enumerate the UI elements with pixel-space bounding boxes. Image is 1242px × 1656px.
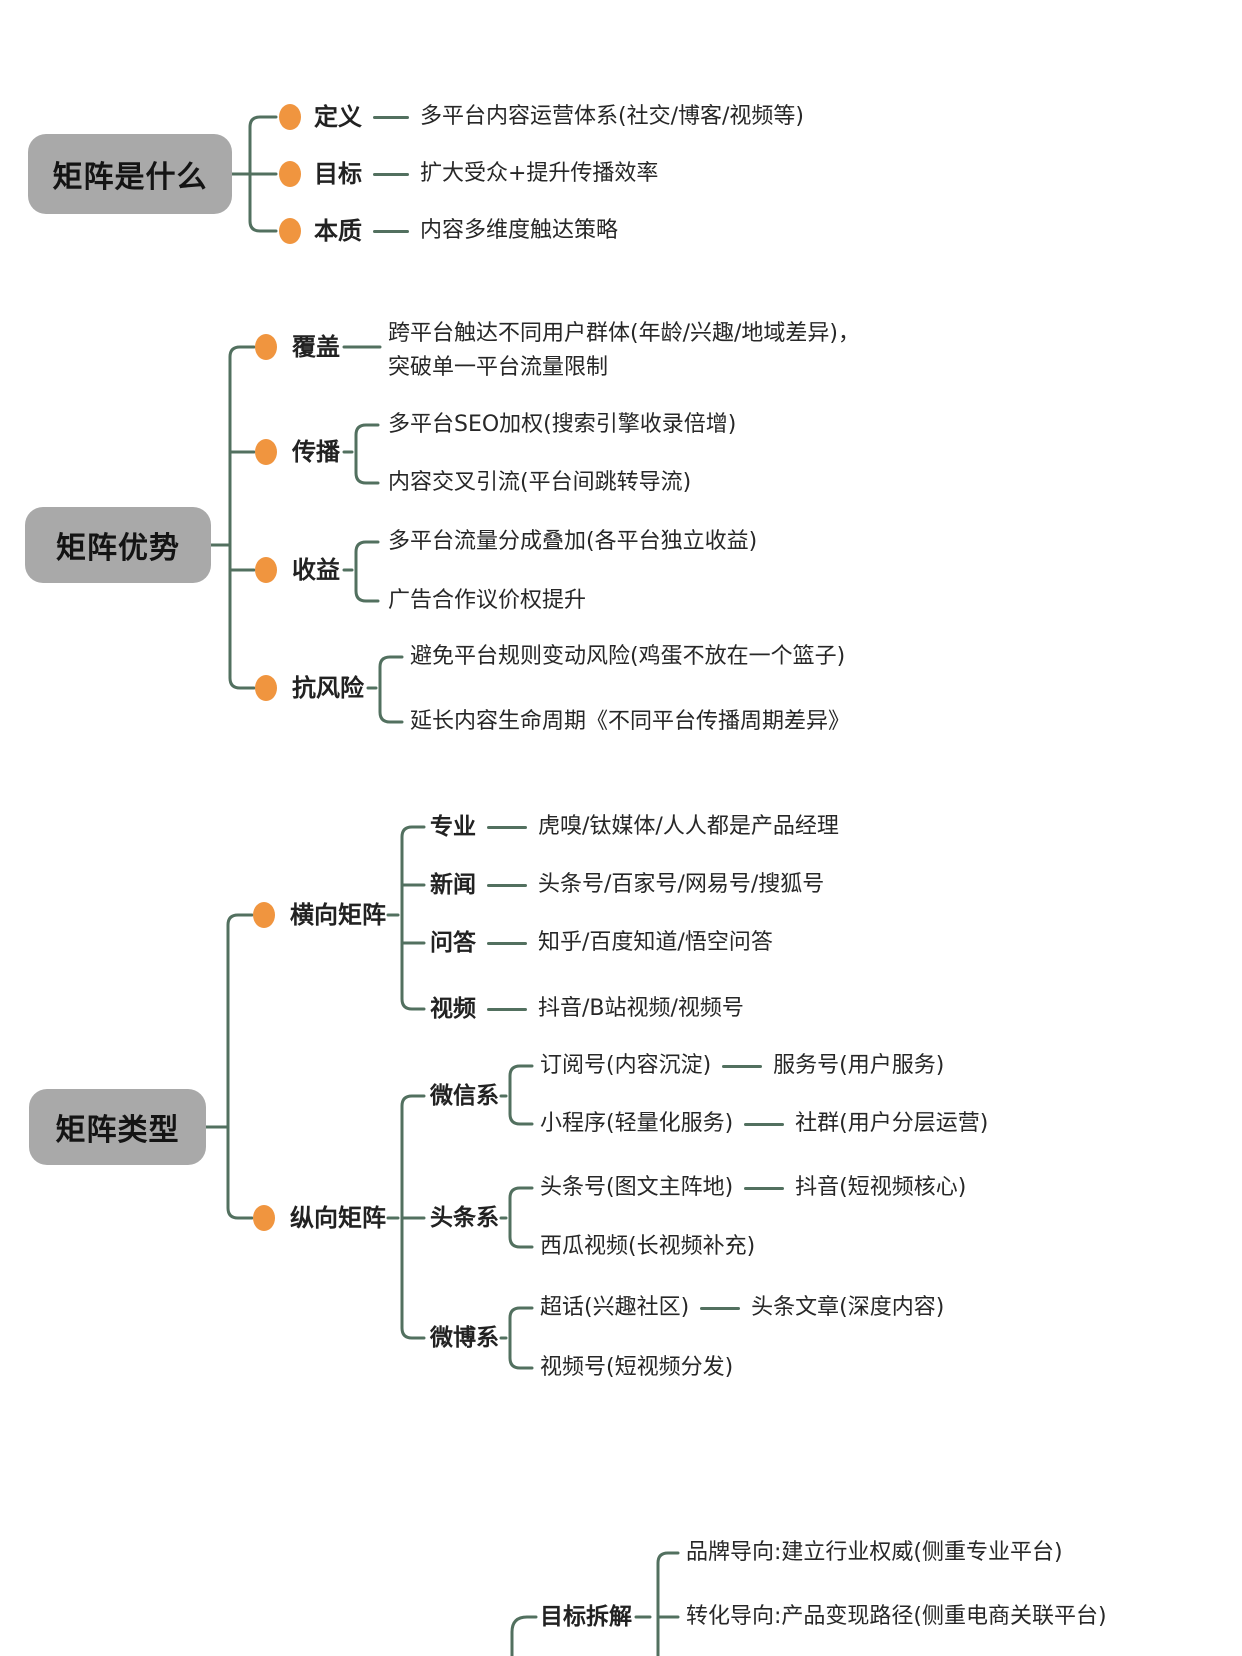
connector-segment [487,1007,527,1011]
bullet-icon [279,104,301,130]
node-row-subscription: 订阅号(内容沉淀) 服务号(用户服务) [540,1049,944,1083]
node-desc-line: 跨平台触达不同用户群体(年龄/兴趣/地域差异)， [388,321,860,346]
connector-segment [744,1186,785,1190]
node-row-toutiao-account: 头条号(图文主阵地) 抖音(短视频核心) [540,1171,966,1205]
node-desc: 多平台内容运营体系(社交/博客/视频等) [420,104,804,129]
connector-segment [700,1306,741,1310]
node-desc: 内容多维度触达策略 [420,218,619,243]
node-row-goal: 目标 扩大受众+提升传播效率 [314,157,658,191]
node-row-professional: 专业 虎嗅/钛媒体/人人都是产品经理 [430,810,839,844]
connector-segment [487,883,527,887]
node-row-essence: 本质 内容多维度触达策略 [314,214,618,248]
connector-segment [373,172,409,176]
node-desc: 知乎/百度知道/悟空问答 [538,930,773,955]
node-label: 专业 [430,814,476,840]
bullet-icon [255,675,277,701]
node-desc: 视频号(短视频分发) [540,1355,734,1380]
node-label-risk: 抗风险 [292,674,364,702]
node-label-horizontal-matrix: 横向矩阵 [290,901,386,929]
node-row-video: 视频 抖音/B站视频/视频号 [430,992,744,1026]
node-desc: 头条号(图文主阵地) [540,1175,734,1200]
node-desc: 多平台流量分成叠加(各平台独立收益) [388,529,758,554]
node-label-weibo: 微博系 [430,1325,499,1351]
node-label-coverage: 覆盖 [292,333,340,361]
node-label-spread: 传播 [292,438,340,466]
node-desc-line: 突破单一平台流量限制 [388,355,609,380]
node-desc: 服务号(用户服务) [773,1053,945,1078]
node-label-vertical-matrix: 纵向矩阵 [290,1204,386,1232]
node-label: 定义 [314,103,362,131]
node-row-definition: 定义 多平台内容运营体系(社交/博客/视频等) [314,100,804,134]
node-row-qa: 问答 知乎/百度知道/悟空问答 [430,926,773,960]
node-label-goal-breakdown: 目标拆解 [540,1604,632,1630]
node-row-news: 新闻 头条号/百家号/网易号/搜狐号 [430,868,824,902]
node-label-toutiao: 头条系 [430,1205,499,1231]
node-row-channels: 视频号(短视频分发) [540,1351,733,1385]
node-desc: 广告合作议价权提升 [388,588,587,613]
node-desc: 小程序(轻量化服务) [540,1111,734,1136]
connector-segment [744,1122,785,1126]
bullet-icon [255,439,277,465]
bullet-icon [255,334,277,360]
node-desc: 订阅号(内容沉淀) [540,1053,712,1078]
node-desc: 头条文章(深度内容) [751,1295,945,1320]
connector-segment [373,115,409,119]
bullet-icon [279,161,301,187]
root-box-what: 矩阵是什么 [28,134,232,214]
node-desc: 虎嗅/钛媒体/人人都是产品经理 [538,814,839,839]
node-desc: 转化导向:产品变现路径(侧重电商关联平台) [686,1604,1107,1629]
node-label: 新闻 [430,872,476,898]
bullet-icon [253,902,275,928]
node-label: 视频 [430,996,476,1022]
node-label: 问答 [430,930,476,956]
bullet-icon [279,218,301,244]
node-desc: 超话(兴趣社区) [540,1295,690,1320]
root-box-advantages: 矩阵优势 [25,507,211,583]
node-desc: 西瓜视频(长视频补充) [540,1234,756,1259]
connector-segment [487,941,527,945]
node-desc: 头条号/百家号/网易号/搜狐号 [538,872,825,897]
connector-segment [722,1064,763,1068]
node-label: 本质 [314,217,362,245]
node-row-supertopic: 超话(兴趣社区) 头条文章(深度内容) [540,1291,944,1325]
node-desc: 避免平台规则变动风险(鸡蛋不放在一个篮子) [410,644,846,669]
node-row-miniprogram: 小程序(轻量化服务) 社群(用户分层运营) [540,1107,988,1141]
node-desc-coverage: 跨平台触达不同用户群体(年龄/兴趣/地域差异)， 突破单一平台流量限制 [388,317,860,385]
node-label: 目标 [314,160,362,188]
connector-segment [487,825,527,829]
node-label-wechat: 微信系 [430,1083,499,1109]
node-desc: 社群(用户分层运营) [795,1111,989,1136]
node-desc: 内容交叉引流(平台间跳转导流) [388,470,692,495]
node-desc: 延长内容生命周期《不同平台传播周期差异》 [410,709,851,734]
bullet-icon [255,557,277,583]
node-desc: 品牌导向:建立行业权威(侧重专业平台) [686,1540,1063,1565]
node-desc: 多平台SEO加权(搜索引擎收录倍增) [388,412,737,437]
node-label-revenue: 收益 [292,556,340,584]
node-desc: 抖音/B站视频/视频号 [538,996,744,1021]
connector-segment [373,229,409,233]
node-row-xigua: 西瓜视频(长视频补充) [540,1230,755,1264]
node-desc: 抖音(短视频核心) [795,1175,967,1200]
root-box-types: 矩阵类型 [29,1089,206,1165]
bullet-icon [253,1205,275,1231]
node-desc: 扩大受众+提升传播效率 [420,161,659,186]
